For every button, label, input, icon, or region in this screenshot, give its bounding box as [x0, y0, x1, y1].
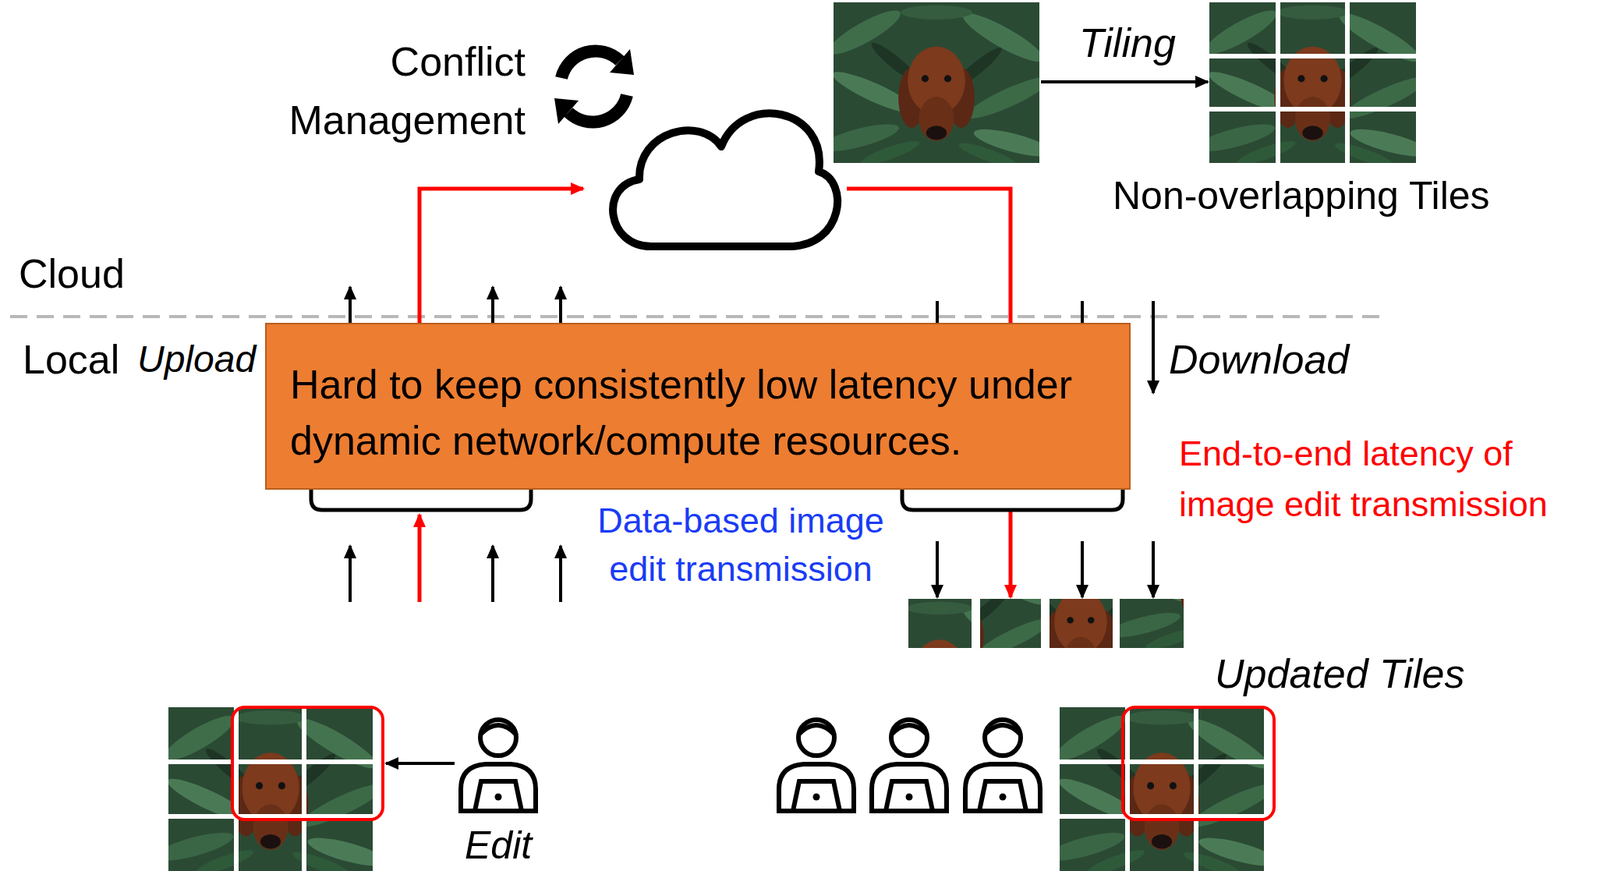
user-icon	[965, 719, 1041, 811]
edit-label: Edit	[464, 823, 532, 868]
box-text: Hard to keep consistently low latency un…	[290, 356, 1106, 469]
callout-box: Hard to keep consistently low latency un…	[265, 322, 1131, 490]
tiling-label: Tiling	[1079, 19, 1176, 67]
region-label: Local	[22, 336, 120, 383]
source-image	[817, 2, 1056, 171]
local-grid	[152, 704, 390, 871]
tile-grid	[1192, 0, 1433, 171]
divider-line	[10, 315, 1384, 319]
user-icon	[871, 719, 947, 811]
remote-grid	[1043, 704, 1281, 871]
upload-label: Upload	[137, 336, 256, 383]
conflict-label: Conflict Management	[260, 32, 526, 150]
user-icon	[460, 719, 536, 811]
red-annotation: End-to-end latency of image edit transmi…	[1178, 428, 1585, 530]
blue-annotation: Data-based image edit transmission	[584, 496, 897, 594]
updated-tiles-label: Updated Tiles	[1214, 650, 1465, 698]
cloud-shape	[612, 113, 838, 247]
user-icon	[778, 719, 854, 811]
region-label: Cloud	[18, 250, 125, 298]
edit-arrow	[385, 761, 455, 765]
tiles-caption: Non-overlapping Tiles	[1112, 173, 1491, 219]
tiling-arrow	[1040, 80, 1208, 84]
download-label: Download	[1168, 336, 1349, 383]
conflict-icon	[554, 49, 634, 124]
